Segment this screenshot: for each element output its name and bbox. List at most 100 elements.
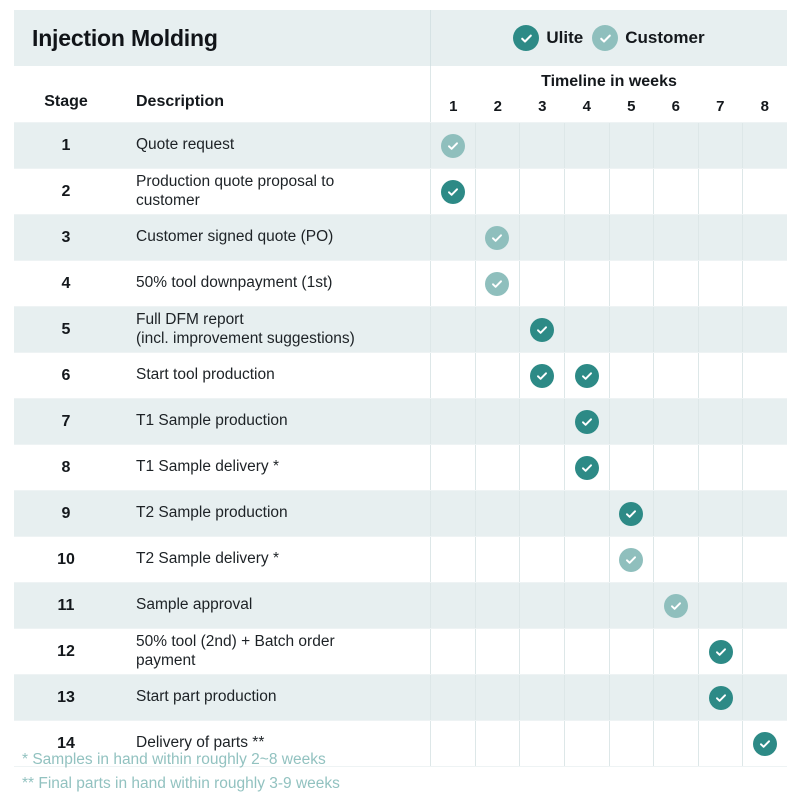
timeline-cell-week-3[interactable] [519, 307, 564, 352]
timeline-cell-week-1[interactable] [430, 307, 475, 352]
timeline-cell-week-1[interactable] [430, 399, 475, 444]
timeline-cell-week-6[interactable] [653, 261, 698, 306]
timeline-cell-week-5[interactable] [608, 307, 654, 352]
timeline-cell-week-8[interactable] [742, 583, 787, 628]
timeline-cell-week-7[interactable] [697, 169, 743, 214]
timeline-cell-week-4[interactable] [563, 721, 609, 766]
timeline-cell-week-8[interactable] [742, 675, 787, 720]
timeline-cell-week-2[interactable] [474, 261, 520, 306]
timeline-cell-week-1[interactable] [430, 537, 475, 582]
timeline-cell-week-1[interactable] [430, 445, 475, 490]
timeline-cell-week-5[interactable] [608, 491, 654, 536]
timeline-cell-week-1[interactable] [430, 583, 475, 628]
timeline-cell-week-8[interactable] [742, 629, 787, 674]
timeline-cell-week-8[interactable] [742, 123, 787, 168]
timeline-cell-week-3[interactable] [519, 261, 564, 306]
timeline-cell-week-1[interactable] [430, 169, 475, 214]
timeline-cell-week-8[interactable] [742, 445, 787, 490]
timeline-cell-week-3[interactable] [519, 491, 564, 536]
timeline-cell-week-4[interactable] [563, 399, 609, 444]
timeline-cell-week-5[interactable] [608, 169, 654, 214]
timeline-cell-week-7[interactable] [697, 215, 743, 260]
timeline-cell-week-6[interactable] [653, 353, 698, 398]
timeline-cell-week-2[interactable] [474, 399, 520, 444]
timeline-cell-week-8[interactable] [742, 307, 787, 352]
timeline-cell-week-3[interactable] [519, 169, 564, 214]
timeline-cell-week-6[interactable] [653, 123, 698, 168]
timeline-cell-week-6[interactable] [653, 215, 698, 260]
timeline-cell-week-4[interactable] [563, 215, 609, 260]
timeline-cell-week-4[interactable] [563, 123, 609, 168]
timeline-cell-week-1[interactable] [430, 261, 475, 306]
timeline-cell-week-4[interactable] [563, 629, 609, 674]
timeline-cell-week-5[interactable] [608, 261, 654, 306]
timeline-cell-week-4[interactable] [563, 675, 609, 720]
timeline-cell-week-6[interactable] [653, 445, 698, 490]
timeline-cell-week-1[interactable] [430, 353, 475, 398]
timeline-cell-week-7[interactable] [697, 123, 743, 168]
timeline-cell-week-6[interactable] [653, 169, 698, 214]
timeline-cell-week-4[interactable] [563, 307, 609, 352]
timeline-cell-week-3[interactable] [519, 215, 564, 260]
timeline-cell-week-2[interactable] [474, 445, 520, 490]
timeline-cell-week-2[interactable] [474, 537, 520, 582]
timeline-cell-week-7[interactable] [697, 629, 743, 674]
timeline-cell-week-1[interactable] [430, 123, 475, 168]
timeline-cell-week-3[interactable] [519, 629, 564, 674]
timeline-cell-week-1[interactable] [430, 721, 475, 766]
timeline-cell-week-7[interactable] [697, 307, 743, 352]
timeline-cell-week-4[interactable] [563, 445, 609, 490]
timeline-cell-week-8[interactable] [742, 537, 787, 582]
timeline-cell-week-6[interactable] [653, 675, 698, 720]
timeline-cell-week-4[interactable] [563, 537, 609, 582]
timeline-cell-week-1[interactable] [430, 215, 475, 260]
timeline-cell-week-3[interactable] [519, 399, 564, 444]
timeline-cell-week-4[interactable] [563, 169, 609, 214]
timeline-cell-week-6[interactable] [653, 491, 698, 536]
timeline-cell-week-7[interactable] [697, 261, 743, 306]
timeline-cell-week-8[interactable] [742, 169, 787, 214]
timeline-cell-week-8[interactable] [742, 399, 787, 444]
timeline-cell-week-5[interactable] [608, 721, 654, 766]
timeline-cell-week-2[interactable] [474, 675, 520, 720]
timeline-cell-week-4[interactable] [563, 491, 609, 536]
timeline-cell-week-7[interactable] [697, 675, 743, 720]
timeline-cell-week-5[interactable] [608, 537, 654, 582]
timeline-cell-week-1[interactable] [430, 629, 475, 674]
timeline-cell-week-4[interactable] [563, 353, 609, 398]
timeline-cell-week-5[interactable] [608, 675, 654, 720]
timeline-cell-week-8[interactable] [742, 721, 787, 766]
timeline-cell-week-5[interactable] [608, 583, 654, 628]
timeline-cell-week-2[interactable] [474, 583, 520, 628]
timeline-cell-week-6[interactable] [653, 537, 698, 582]
timeline-cell-week-2[interactable] [474, 123, 520, 168]
timeline-cell-week-3[interactable] [519, 445, 564, 490]
timeline-cell-week-3[interactable] [519, 721, 564, 766]
timeline-cell-week-8[interactable] [742, 261, 787, 306]
timeline-cell-week-7[interactable] [697, 353, 743, 398]
timeline-cell-week-8[interactable] [742, 491, 787, 536]
timeline-cell-week-2[interactable] [474, 353, 520, 398]
timeline-cell-week-6[interactable] [653, 399, 698, 444]
timeline-cell-week-7[interactable] [697, 721, 743, 766]
timeline-cell-week-3[interactable] [519, 123, 564, 168]
timeline-cell-week-3[interactable] [519, 675, 564, 720]
timeline-cell-week-6[interactable] [653, 629, 698, 674]
timeline-cell-week-8[interactable] [742, 353, 787, 398]
timeline-cell-week-7[interactable] [697, 583, 743, 628]
timeline-cell-week-4[interactable] [563, 583, 609, 628]
timeline-cell-week-2[interactable] [474, 491, 520, 536]
timeline-cell-week-1[interactable] [430, 491, 475, 536]
timeline-cell-week-5[interactable] [608, 215, 654, 260]
timeline-cell-week-8[interactable] [742, 215, 787, 260]
timeline-cell-week-7[interactable] [697, 537, 743, 582]
timeline-cell-week-2[interactable] [474, 721, 520, 766]
timeline-cell-week-7[interactable] [697, 445, 743, 490]
timeline-cell-week-2[interactable] [474, 629, 520, 674]
timeline-cell-week-7[interactable] [697, 491, 743, 536]
timeline-cell-week-5[interactable] [608, 399, 654, 444]
timeline-cell-week-1[interactable] [430, 675, 475, 720]
timeline-cell-week-5[interactable] [608, 445, 654, 490]
timeline-cell-week-7[interactable] [697, 399, 743, 444]
timeline-cell-week-3[interactable] [519, 583, 564, 628]
